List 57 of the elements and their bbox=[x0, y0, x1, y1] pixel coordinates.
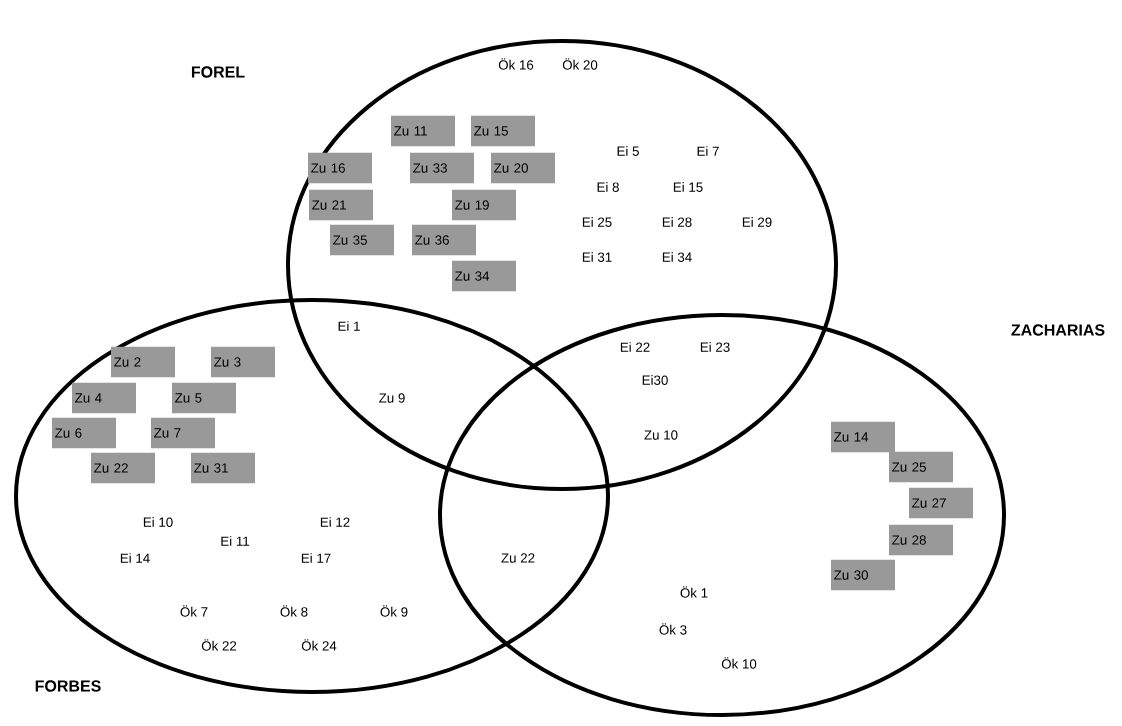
item-box: Zu 15 bbox=[471, 115, 535, 147]
item-label: Ök 20 bbox=[562, 58, 598, 70]
item-label: Ei 28 bbox=[662, 217, 692, 227]
item-label: Ei 23 bbox=[700, 342, 730, 352]
item-box: Zu 34 bbox=[452, 260, 516, 292]
item-box: Zu 35 bbox=[330, 224, 394, 256]
item-label: Ök 8 bbox=[280, 605, 308, 617]
item-label: Ök 24 bbox=[301, 639, 337, 651]
item-box: Zu 7 bbox=[151, 417, 215, 449]
item-label: Ei 11 bbox=[221, 536, 250, 546]
item-box: Zu 36 bbox=[412, 224, 476, 256]
item-label: Ei 22 bbox=[620, 342, 650, 352]
item-label: Ei 29 bbox=[742, 217, 772, 227]
set-heading: ZACHARIAS bbox=[1011, 324, 1105, 336]
item-box: Zu 6 bbox=[52, 417, 116, 449]
set-heading: FORBES bbox=[35, 680, 101, 692]
item-box: Zu 30 bbox=[831, 559, 895, 591]
item-label: Ök 7 bbox=[180, 605, 208, 617]
item-label: Ök 9 bbox=[380, 605, 408, 617]
item-box: Zu 11 bbox=[391, 115, 455, 147]
item-box: Zu 33 bbox=[410, 152, 474, 184]
item-label: Ei 25 bbox=[582, 217, 612, 227]
item-box: Zu 31 bbox=[191, 452, 255, 484]
item-label: Ei 1 bbox=[338, 321, 360, 331]
item-box: Zu 21 bbox=[309, 189, 373, 221]
item-label: Zu 22 bbox=[501, 553, 535, 563]
item-label: Ei 7 bbox=[697, 146, 719, 156]
item-box: Zu 16 bbox=[308, 152, 372, 184]
item-label: Ei 5 bbox=[617, 146, 639, 156]
item-box: Zu 5 bbox=[172, 382, 236, 414]
item-label: Ök 3 bbox=[659, 623, 687, 635]
item-box: Zu 22 bbox=[91, 452, 155, 484]
item-label: Zu 9 bbox=[379, 393, 405, 403]
item-label: Ök 10 bbox=[721, 657, 757, 669]
item-label: Ei 12 bbox=[320, 517, 350, 527]
item-box: Zu 27 bbox=[909, 487, 973, 519]
item-label: Ök 16 bbox=[498, 58, 534, 70]
item-box: Zu 3 bbox=[211, 346, 275, 378]
item-box: Zu 2 bbox=[111, 346, 175, 378]
set-heading: FOREL bbox=[191, 66, 245, 78]
item-label: Ei 34 bbox=[662, 252, 692, 262]
item-box: Zu 20 bbox=[491, 152, 555, 184]
item-box: Zu 25 bbox=[889, 451, 953, 483]
item-box: Zu 14 bbox=[831, 421, 895, 453]
item-label: Ei30 bbox=[642, 375, 668, 385]
item-label: Ei 10 bbox=[143, 517, 173, 527]
item-label: Ei 14 bbox=[120, 553, 150, 563]
item-label: Zu 10 bbox=[644, 430, 678, 440]
item-box: Zu 4 bbox=[72, 382, 136, 414]
item-label: Ei 31 bbox=[582, 252, 612, 262]
item-label: Ei 17 bbox=[301, 553, 331, 563]
item-box: Zu 28 bbox=[889, 524, 953, 556]
item-box: Zu 19 bbox=[452, 189, 516, 221]
item-label: Ök 1 bbox=[680, 586, 708, 598]
item-label: Ei 8 bbox=[597, 182, 619, 192]
item-label: Ök 22 bbox=[201, 639, 237, 651]
item-label: Ei 15 bbox=[673, 182, 703, 192]
